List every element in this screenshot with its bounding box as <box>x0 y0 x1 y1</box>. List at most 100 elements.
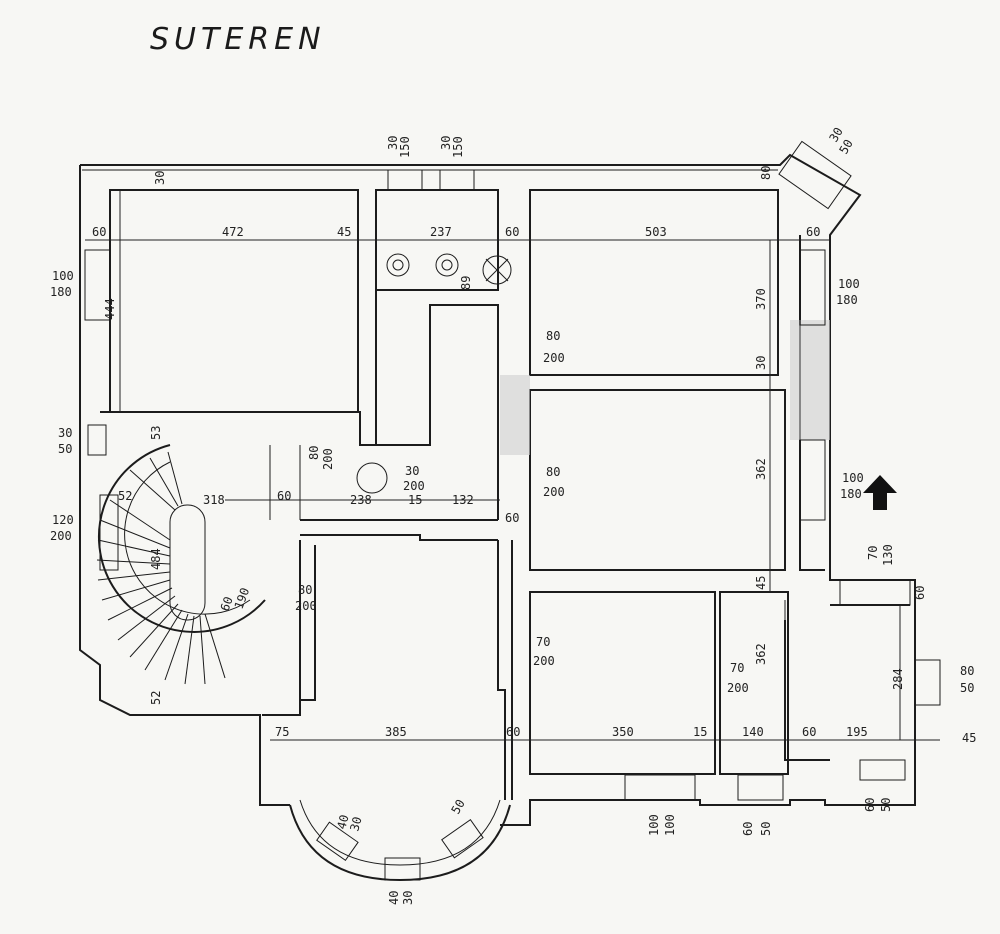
dimension-label: 484 <box>149 548 163 570</box>
opening-size-text: 200 <box>295 599 317 613</box>
opening-size-text: 80 <box>546 329 560 343</box>
opening-size-text: 200 <box>727 681 749 695</box>
window-label: 50 <box>448 797 467 817</box>
opening-size-text: 30 <box>439 136 453 150</box>
dimension-label: 362 <box>754 458 768 480</box>
opening-size-text: 200 <box>533 654 555 668</box>
dimension-label: 503 <box>645 225 667 239</box>
dimension-label: 60 <box>506 725 520 739</box>
dimension-label: 45 <box>337 225 351 239</box>
fixtures <box>356 253 512 494</box>
opening-size-text: 180 <box>50 285 72 299</box>
opening-size-text: 120 <box>52 513 74 527</box>
dimension-label: 60 <box>802 725 816 739</box>
dimension-label: 237 <box>430 225 452 239</box>
opening-size-text: 40 <box>334 813 351 831</box>
entrance-arrow-icon <box>863 475 897 510</box>
dimension-label: 140 <box>742 725 764 739</box>
opening-size-text: 180 <box>836 293 858 307</box>
opening-size-text: 40 <box>387 891 401 905</box>
opening-size-text: 80 <box>546 465 560 479</box>
opening-size-text: 200 <box>50 529 72 543</box>
dimension-label: 60 <box>218 595 236 613</box>
opening-size-text: 30 <box>386 136 400 150</box>
dimension-label: 190 <box>232 586 253 611</box>
dimension-label: 385 <box>385 725 407 739</box>
opening-size-text: 200 <box>543 485 565 499</box>
opening-size-text: 80 <box>307 446 321 460</box>
opening-size-text: 80 <box>298 583 312 597</box>
opening-size-text: 150 <box>451 136 465 158</box>
opening-size-text: 100 <box>52 269 74 283</box>
opening-size-text: 70 <box>536 635 550 649</box>
opening-size-text: 50 <box>836 137 855 157</box>
dimension-label: 60 <box>505 511 519 525</box>
opening-size-text: 100 <box>663 814 677 836</box>
opening-size-text: 50 <box>759 822 773 836</box>
opening-size-text: 50 <box>960 681 974 695</box>
opening-size-text: 180 <box>840 487 862 501</box>
dimension-label: 89 <box>459 276 473 290</box>
window-label: 60 50 <box>741 822 773 836</box>
dimension-label: 60 <box>913 586 927 600</box>
dimension-label: 45 <box>962 731 976 745</box>
opening-size-text: 30 <box>58 426 72 440</box>
dimension-label: 362 <box>754 643 768 665</box>
dimension-label: 60 <box>277 489 291 503</box>
dimension-label: 60 <box>806 225 820 239</box>
dimension-label: 284 <box>891 668 905 690</box>
dimension-label: 30 <box>754 356 768 370</box>
opening-size-text: 70 <box>866 546 880 560</box>
dimension-label: 80 <box>759 166 773 180</box>
spiral-staircase <box>96 444 266 685</box>
dimension-label: 30 <box>153 171 167 185</box>
dimension-label: 60 <box>92 225 106 239</box>
opening-size-text: 60 <box>741 822 755 836</box>
plan-title: SUTEREN <box>150 22 326 57</box>
dimension-label: 472 <box>222 225 244 239</box>
opening-size-text: 30 <box>401 891 415 905</box>
opening-size-text: 50 <box>58 442 72 456</box>
dimension-label: 15 <box>693 725 707 739</box>
opening-size-text: 70 <box>730 661 744 675</box>
opening-size-text: 200 <box>403 479 425 493</box>
dimension-labels: 472 45 237 60 503 60 60 444 370 30 362 4… <box>92 166 976 745</box>
dimension-label: 132 <box>452 493 474 507</box>
dimension-label: 52 <box>149 691 163 705</box>
dimension-label: 60 <box>505 225 519 239</box>
dimension-label: 75 <box>275 725 289 739</box>
opening-size-text: 30 <box>405 464 419 478</box>
opening-size-text: 30 <box>826 125 845 145</box>
opening-symbols <box>84 140 941 881</box>
dimension-label: 370 <box>754 288 768 310</box>
opening-size-text: 100 <box>842 471 864 485</box>
opening-size-text: 130 <box>881 544 895 566</box>
opening-size-text: 100 <box>838 277 860 291</box>
opening-size-text: 80 <box>960 664 974 678</box>
dimension-label: 350 <box>612 725 634 739</box>
dimension-label: 195 <box>846 725 868 739</box>
